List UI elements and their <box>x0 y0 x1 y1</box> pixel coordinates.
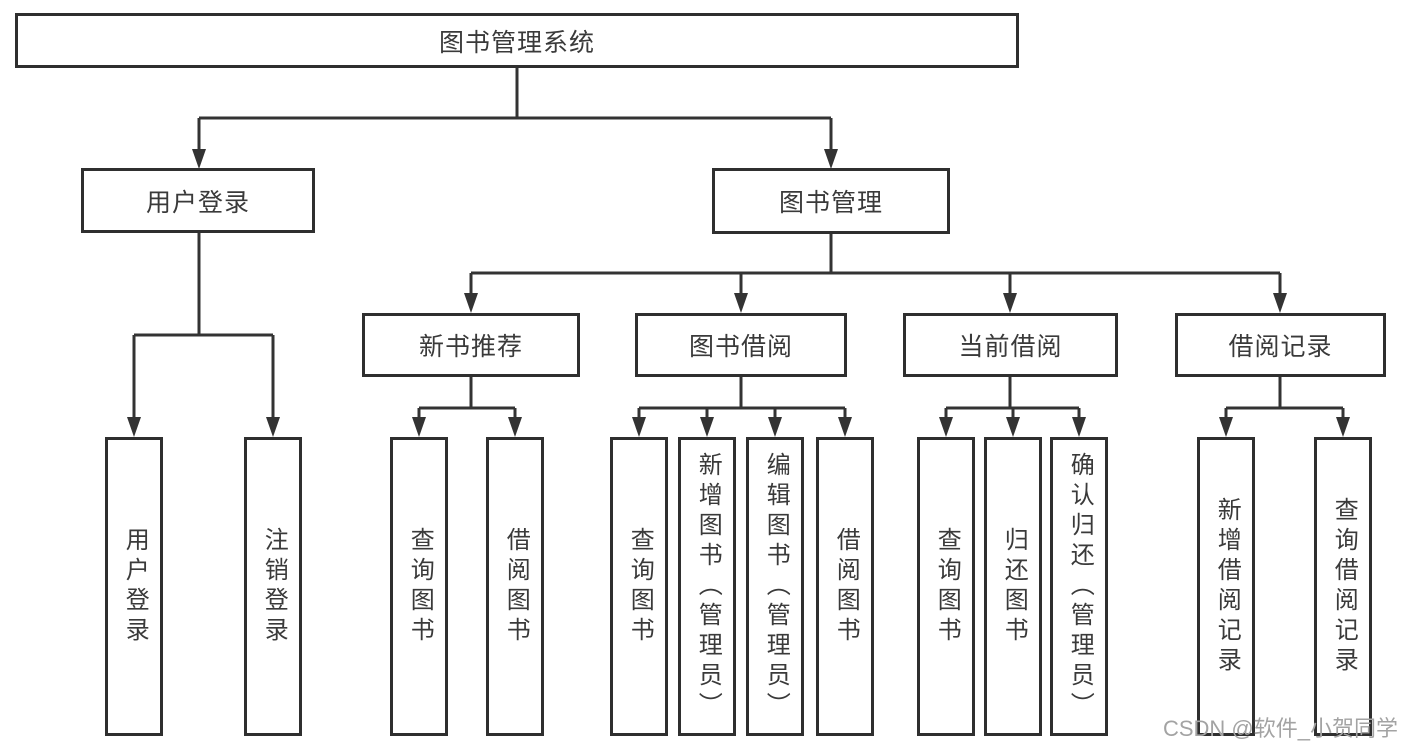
leaf-add-book-admin: 新增图书（管理员） <box>678 437 736 736</box>
leaf-borrow-book: 借阅图书 <box>816 437 874 736</box>
leaf-borrow-book-recommend: 借阅图书 <box>486 437 544 736</box>
arrowheads <box>127 149 1350 437</box>
node-user-login: 用户登录 <box>81 168 315 233</box>
leaf-user-login: 用户登录 <box>105 437 163 736</box>
node-book-management: 图书管理 <box>712 168 950 234</box>
leaf-add-borrow-record: 新增借阅记录 <box>1197 437 1255 736</box>
leaf-confirm-return-admin: 确认归还（管理员） <box>1050 437 1108 736</box>
node-new-book-recommend: 新书推荐 <box>362 313 580 377</box>
leaf-query-book-recommend: 查询图书 <box>390 437 448 736</box>
leaf-query-book-current: 查询图书 <box>917 437 975 736</box>
leaf-query-book-borrow: 查询图书 <box>610 437 668 736</box>
leaf-logout-login: 注销登录 <box>244 437 302 736</box>
leaf-return-book: 归还图书 <box>984 437 1042 736</box>
watermark: CSDN @软件_小贺同学 <box>1162 716 1398 741</box>
leaf-query-borrow-record: 查询借阅记录 <box>1314 437 1372 736</box>
node-book-borrow: 图书借阅 <box>635 313 847 377</box>
node-root: 图书管理系统 <box>15 13 1019 68</box>
node-current-borrow: 当前借阅 <box>903 313 1118 377</box>
node-borrow-records: 借阅记录 <box>1175 313 1386 377</box>
leaf-edit-book-admin: 编辑图书（管理员） <box>746 437 804 736</box>
